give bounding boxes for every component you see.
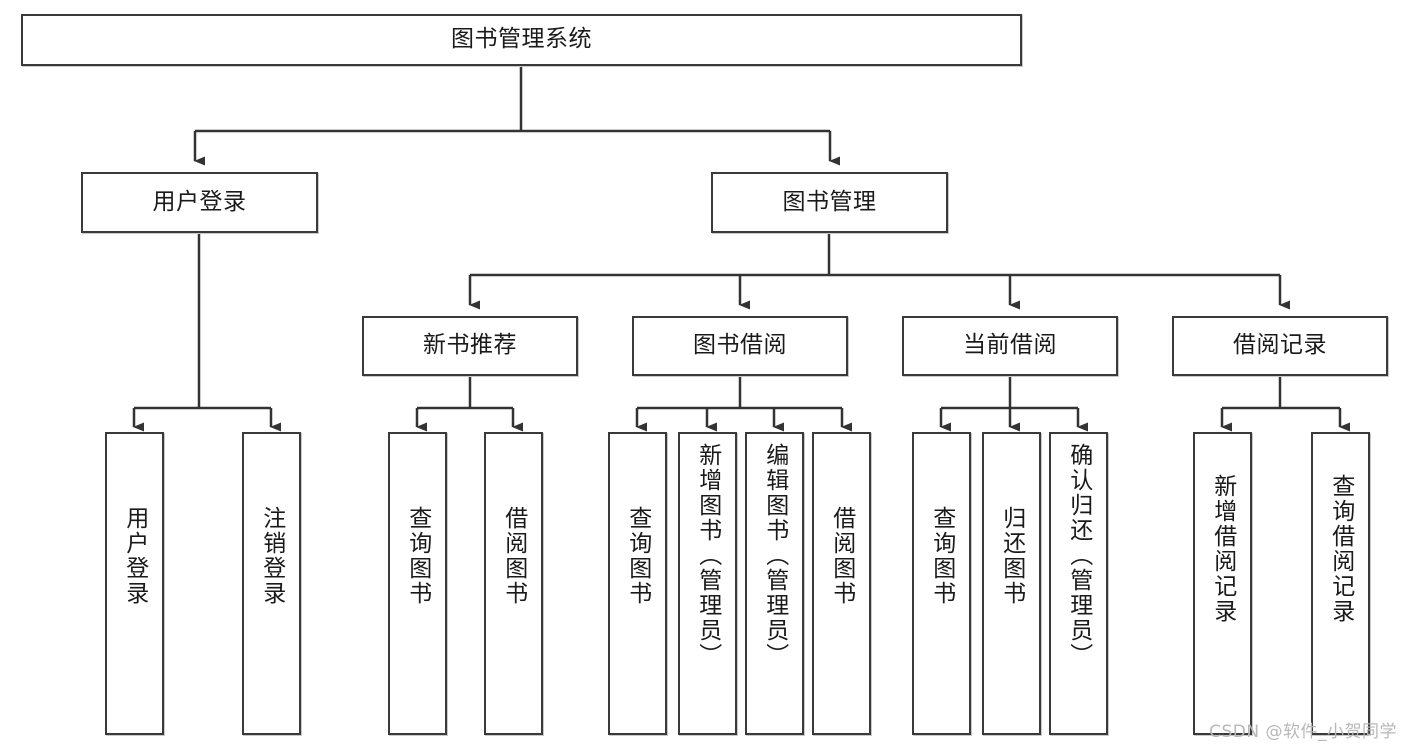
node-label: 图书借阅 [693, 332, 787, 359]
node-leaf-add-book[interactable]: 新增图书（管理员） [678, 432, 737, 735]
node-new-book-recommend[interactable]: 新书推荐 [362, 316, 578, 376]
node-label: 借阅图书 [828, 506, 855, 606]
node-user-login[interactable]: 用户登录 [81, 172, 318, 233]
node-label: 编辑图书（管理员） [761, 443, 788, 668]
node-leaf-return-book[interactable]: 归还图书 [982, 432, 1041, 735]
node-leaf-add-record[interactable]: 新增借阅记录 [1193, 432, 1252, 735]
node-leaf-query-book-3[interactable]: 查询图书 [912, 432, 971, 735]
node-book-borrow[interactable]: 图书借阅 [632, 316, 848, 376]
node-label: 查询借阅记录 [1327, 474, 1354, 624]
node-label: 新增借阅记录 [1209, 474, 1236, 624]
node-leaf-query-book-2[interactable]: 查询图书 [608, 432, 667, 735]
node-label: 注销登录 [258, 506, 285, 606]
node-label: 新增图书（管理员） [694, 443, 721, 668]
node-borrow-record[interactable]: 借阅记录 [1172, 316, 1388, 376]
watermark-text: CSDN @软件_小贺同学 [1209, 722, 1397, 742]
node-label: 确认归还（管理员） [1065, 443, 1092, 668]
node-leaf-borrow-book-2[interactable]: 借阅图书 [812, 432, 871, 735]
node-label: 查询图书 [404, 506, 431, 606]
node-label: 图书管理 [782, 188, 877, 215]
node-leaf-query-record[interactable]: 查询借阅记录 [1311, 432, 1370, 735]
node-label: 归还图书 [998, 506, 1025, 606]
node-label: 借阅图书 [500, 506, 527, 606]
node-leaf-user-login[interactable]: 用户登录 [105, 432, 164, 735]
node-label: 新书推荐 [423, 332, 517, 359]
node-leaf-user-logout[interactable]: 注销登录 [242, 432, 301, 735]
node-label: 图书管理系统 [451, 26, 592, 53]
node-label: 当前借阅 [963, 332, 1057, 359]
node-label: 查询图书 [928, 506, 955, 606]
node-leaf-borrow-book-1[interactable]: 借阅图书 [484, 432, 543, 735]
node-leaf-confirm-return[interactable]: 确认归还（管理员） [1049, 432, 1108, 735]
node-leaf-query-book-1[interactable]: 查询图书 [388, 432, 447, 735]
node-book-manage[interactable]: 图书管理 [711, 172, 948, 233]
node-leaf-edit-book[interactable]: 编辑图书（管理员） [745, 432, 804, 735]
node-label: 查询图书 [624, 506, 651, 606]
node-current-borrow[interactable]: 当前借阅 [902, 316, 1118, 376]
node-label: 用户登录 [121, 506, 148, 606]
node-label: 用户登录 [152, 188, 247, 215]
node-label: 借阅记录 [1233, 332, 1327, 359]
node-root-system[interactable]: 图书管理系统 [21, 14, 1022, 66]
